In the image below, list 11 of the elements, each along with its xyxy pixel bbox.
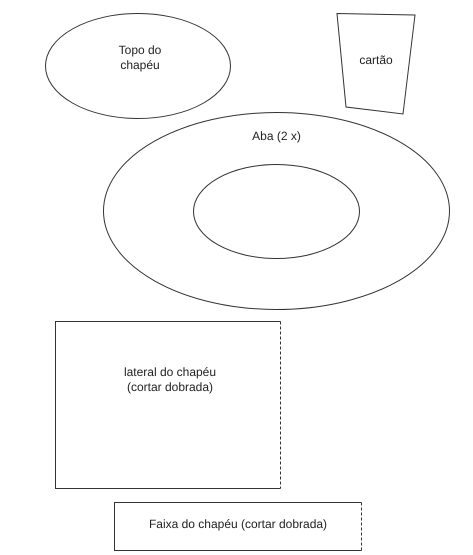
rectangle-pattern-piece <box>55 321 281 489</box>
piece-label: Topo do chapéu <box>118 43 162 73</box>
piece-label: cartão <box>358 53 394 68</box>
inner-oval-cutout <box>193 164 360 259</box>
band-pattern-piece <box>114 502 362 551</box>
trapezoid-pattern-piece <box>336 13 416 115</box>
oval-pattern-piece <box>45 13 231 119</box>
piece-label: lateral do chapéu (cortar dobrada) <box>122 365 218 395</box>
ring-pattern-piece <box>103 112 450 310</box>
piece-label: Faixa do chapéu (cortar dobrada) <box>148 517 328 532</box>
piece-label: Aba (2 x) <box>251 129 302 144</box>
